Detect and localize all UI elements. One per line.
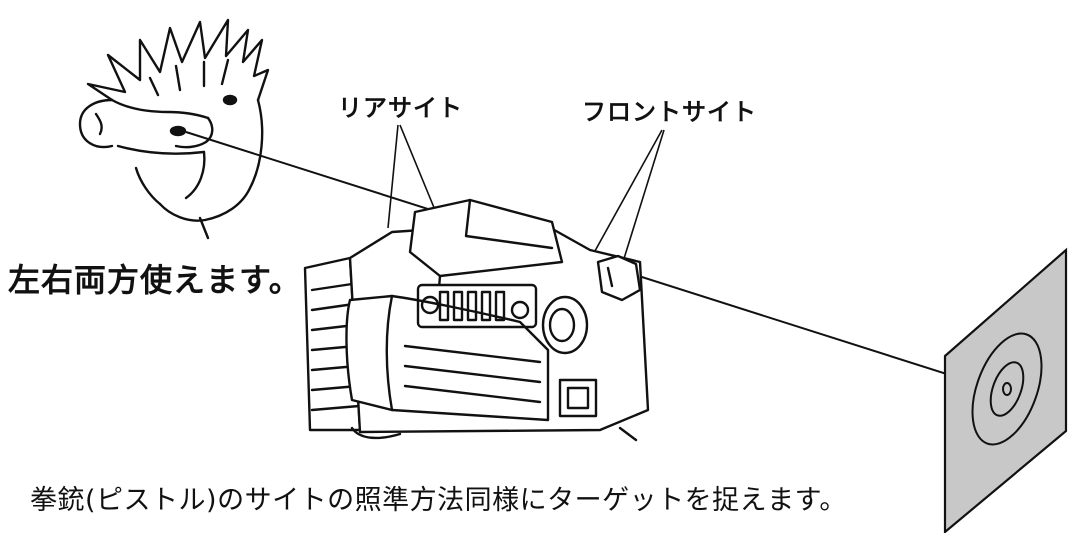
- bullseye-target-icon: [943, 247, 1068, 533]
- shooter-head-icon: [78, 18, 270, 240]
- front-sight-label: フロントサイト: [582, 98, 757, 126]
- rear-sight-pointer: [387, 124, 436, 229]
- rear-sight-label: リアサイト: [338, 94, 463, 122]
- reflex-sight-device-icon: [303, 198, 650, 442]
- both-eyes-label: 左右両方使えます。: [8, 261, 302, 299]
- caption: 拳銃(ピストル)のサイトの照準方法同様にターゲットを捉えます。: [30, 485, 847, 516]
